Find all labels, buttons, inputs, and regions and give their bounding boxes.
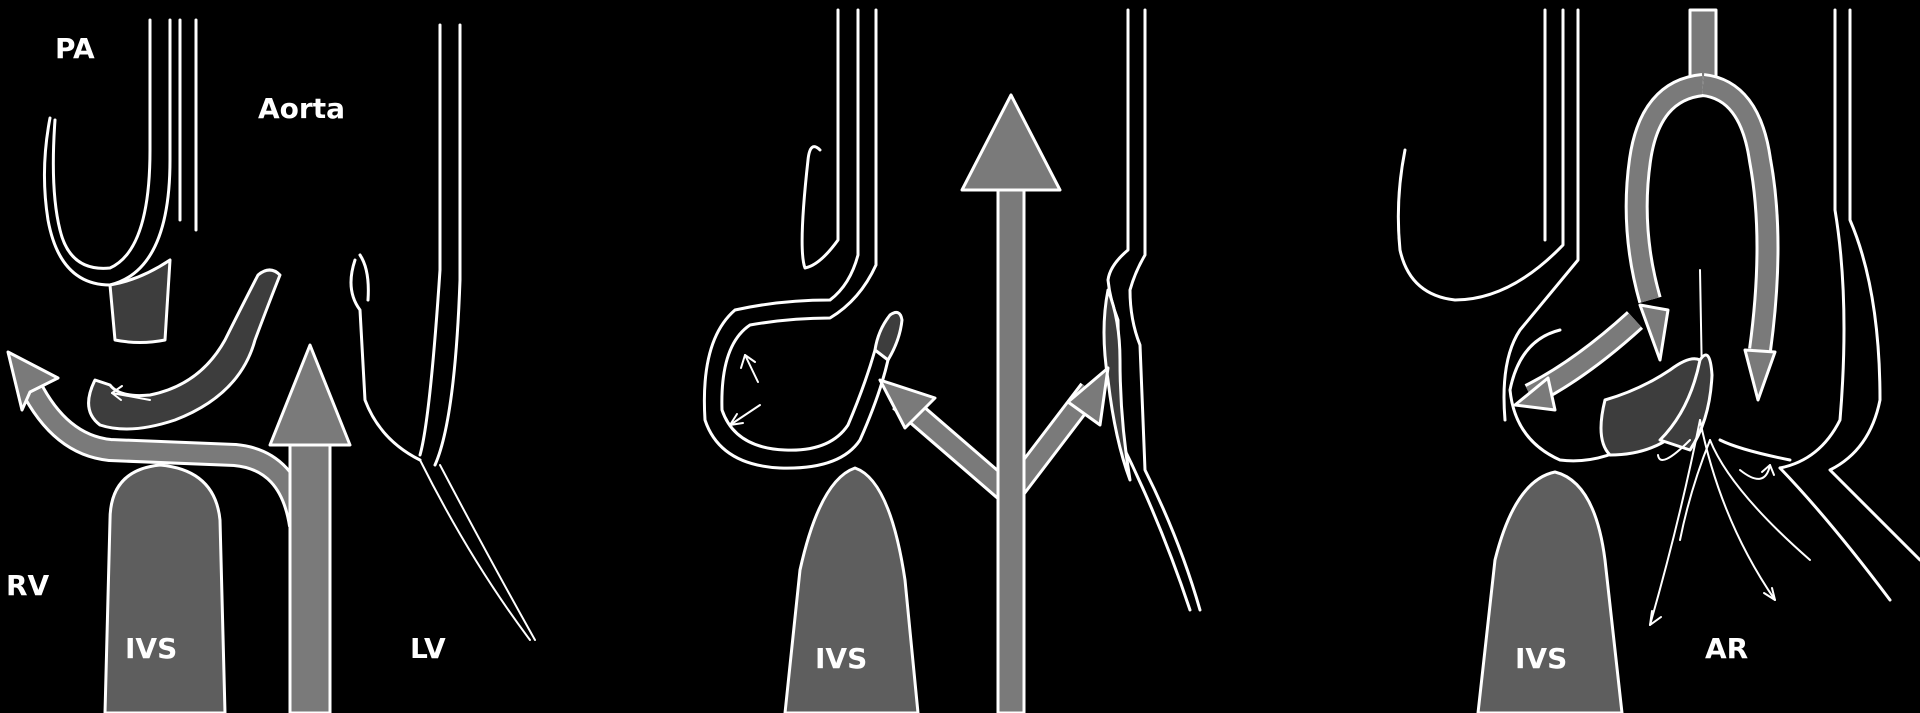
ivs-shape-middle <box>785 468 918 713</box>
label-aorta: Aorta <box>258 92 345 125</box>
pulmonary-artery-wall <box>44 20 196 343</box>
aortic-wall-right <box>351 25 535 640</box>
label-ar: AR <box>1705 632 1748 665</box>
ivs-shape-left <box>105 465 225 713</box>
label-ivs-middle: IVS <box>815 642 867 675</box>
sinus-aneurysm <box>704 10 902 468</box>
ivs-shape-right <box>1478 472 1622 713</box>
regurgitant-flow-loop <box>1515 10 1775 410</box>
label-rv: RV <box>6 569 50 602</box>
panel-right: IVS AR <box>1398 10 1920 713</box>
label-ivs-right: IVS <box>1515 642 1567 675</box>
label-pa: PA <box>55 32 95 65</box>
branching-flow-arrow <box>880 95 1108 713</box>
aortic-wall-middle-right <box>1104 10 1200 610</box>
panel-left: PA Aorta RV IVS LV <box>6 20 535 713</box>
main-flow-arrow-left <box>270 345 350 713</box>
panel-middle: IVS <box>704 10 1200 713</box>
label-ivs-left: IVS <box>125 632 177 665</box>
label-lv: LV <box>410 632 446 665</box>
regurgitant-jets <box>1650 420 1810 625</box>
